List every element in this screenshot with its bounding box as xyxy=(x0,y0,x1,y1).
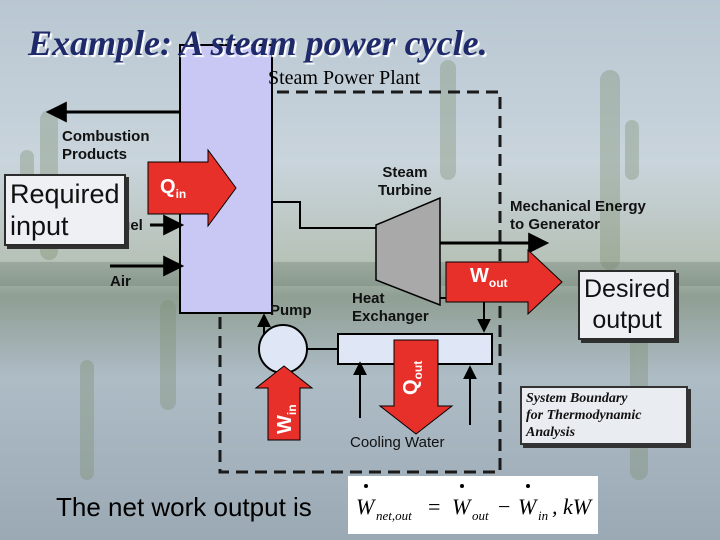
net-work-text: The net work output is xyxy=(56,492,312,522)
plant-label: Steam Power Plant xyxy=(268,67,421,89)
desired-output-line1: Desired xyxy=(584,275,671,303)
system-boundary-line1: System Boundary xyxy=(526,391,628,406)
formula-term1-sub: out xyxy=(472,508,489,523)
q-out-symbol: Qout xyxy=(400,361,425,395)
pump xyxy=(258,324,308,374)
combustion-products-label: Combustion Products xyxy=(62,128,150,164)
w-out-arrow xyxy=(445,248,563,316)
system-boundary-line3: Analysis xyxy=(526,425,576,440)
pump-label: Pump xyxy=(270,302,312,319)
heat-exchanger-line1: Heat xyxy=(352,290,385,307)
formula-lhs-dot xyxy=(364,484,368,488)
w-in-arrow xyxy=(254,365,314,441)
steam-pipe xyxy=(272,201,376,229)
combustion-products-line2: Products xyxy=(62,146,128,163)
net-work-formula: W net,out = W out − W in , kW xyxy=(348,476,598,534)
formula-term2-dot xyxy=(526,484,530,488)
required-input-label: Required input xyxy=(4,174,126,246)
air-label: Air xyxy=(110,273,131,290)
system-boundary-line2: for Thermodynamic xyxy=(526,408,642,423)
formula-units: , kW xyxy=(552,494,592,519)
formula-lhs: W xyxy=(356,494,375,519)
steam-turbine xyxy=(375,196,441,307)
desired-output-label: Desired output xyxy=(578,270,677,340)
q-in-arrow xyxy=(147,148,237,228)
formula-minus: − xyxy=(498,494,511,519)
w-out-main: W xyxy=(470,265,489,287)
required-input-line1: Required xyxy=(10,179,120,209)
formula-term2: W xyxy=(518,494,537,519)
q-in-main: Q xyxy=(160,176,176,198)
q-out-sub: out xyxy=(411,360,425,380)
required-input-line2: input xyxy=(10,211,69,241)
q-out-main: Q xyxy=(400,379,422,395)
w-out-symbol: Wout xyxy=(470,265,508,290)
mechanical-energy-label: Mechanical Energy to Generator xyxy=(510,198,646,234)
w-in-sub: in xyxy=(285,404,299,416)
heat-exchanger-line2: Exchanger xyxy=(352,308,429,325)
w-in-symbol: Win xyxy=(274,404,299,434)
formula-eq: = xyxy=(428,494,441,519)
w-out-sub: out xyxy=(488,276,508,290)
formula-lhs-sub: net,out xyxy=(376,508,412,523)
slide-title: Example: A steam power cycle. xyxy=(28,23,488,63)
system-boundary-label: System Boundary for Thermodynamic Analys… xyxy=(520,386,688,445)
steam-turbine-line1: Steam xyxy=(382,164,428,181)
mechanical-energy-line2: to Generator xyxy=(510,216,601,233)
formula-term2-sub: in xyxy=(538,508,549,523)
desired-output-line2: output xyxy=(592,306,662,334)
formula-term1-dot xyxy=(460,484,464,488)
mechanical-energy-line1: Mechanical Energy xyxy=(510,198,646,215)
q-in-symbol: Qin xyxy=(160,176,186,201)
w-in-main: W xyxy=(274,415,296,434)
formula-term1: W xyxy=(452,494,471,519)
steam-turbine-label: Steam Turbine xyxy=(378,164,432,200)
q-in-sub: in xyxy=(175,187,187,201)
steam-turbine-line2: Turbine xyxy=(378,182,432,199)
heat-exchanger-label: Heat Exchanger xyxy=(352,290,429,326)
cooling-water-label: Cooling Water xyxy=(350,434,445,451)
turbine-exhaust-line xyxy=(440,297,491,333)
combustion-products-line1: Combustion xyxy=(62,128,150,145)
q-out-arrow xyxy=(378,339,454,435)
